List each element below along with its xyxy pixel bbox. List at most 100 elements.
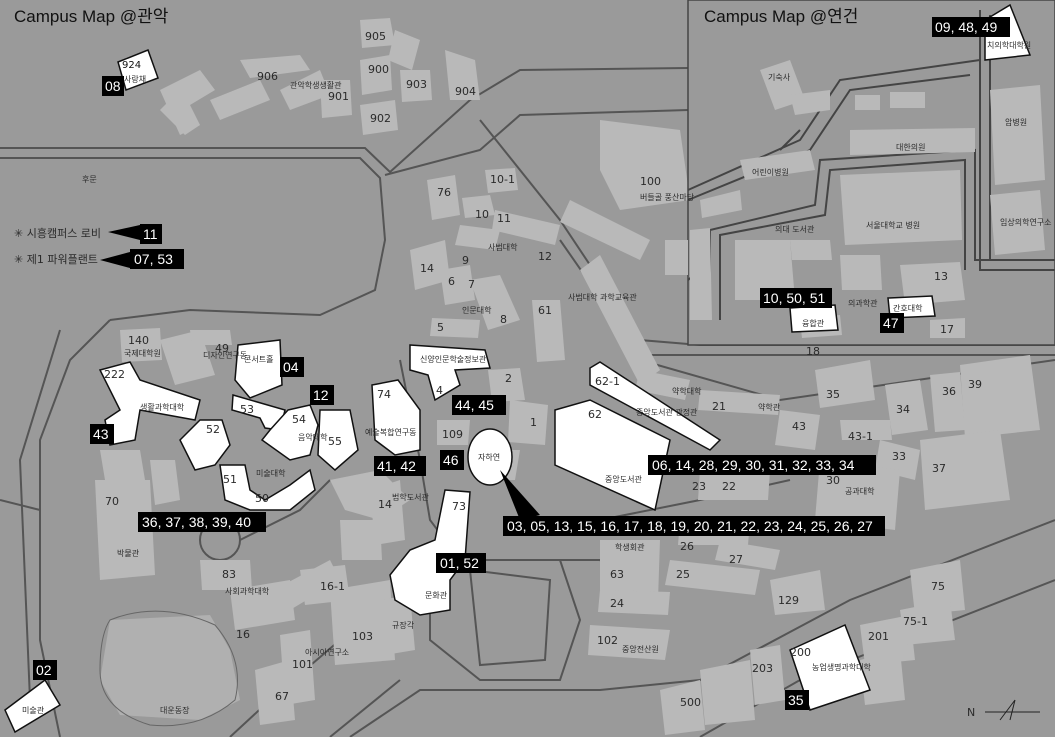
bldg-52	[179, 419, 231, 471]
label-asia-institute: 아시아연구소	[305, 647, 349, 657]
label-906: 906	[257, 70, 278, 83]
label-14b: 14	[378, 498, 392, 511]
label-gate: 후문	[82, 175, 97, 184]
tags: 08 11 07, 53 04 12 43 44, 45 41, 42 46 0…	[33, 17, 1010, 710]
svg-text:06, 14, 28, 29, 30, 31, 32, 33: 06, 14, 28, 29, 30, 31, 32, 33, 34	[652, 457, 855, 473]
label-y-daehan: 대한의원	[896, 142, 925, 152]
label-7: 7	[468, 278, 475, 291]
tag-44[interactable]: 44, 45	[452, 395, 506, 415]
label-75-1: 75-1	[903, 615, 928, 628]
buildings-gwanak	[95, 18, 1040, 735]
compass	[985, 699, 1040, 721]
label-26: 26	[680, 540, 694, 553]
tag-04[interactable]: 04	[280, 357, 304, 377]
bldg-53	[231, 394, 286, 431]
label-102: 102	[597, 634, 618, 647]
label-43-1: 43-1	[848, 430, 873, 443]
label-gyujanggak: 규장각	[392, 620, 415, 630]
title-yeongeon: Campus Map @연건	[704, 7, 858, 26]
label-y-13: 13	[934, 270, 948, 283]
label-art-museum: 미술관	[22, 705, 45, 715]
svg-text:41, 42: 41, 42	[377, 458, 416, 474]
label-sarangchae: 사랑채	[124, 74, 146, 84]
label-y-dorm: 기숙사	[768, 73, 791, 82]
label-intl-grad: 국제대학원	[124, 348, 161, 358]
pointer-jahayeon	[500, 470, 540, 520]
label-powerplant: ✳︎ 제1 파워플랜트	[14, 253, 98, 266]
label-law-library: 법학도서관	[392, 492, 429, 502]
label-y-nursing: 간호대학	[893, 303, 923, 313]
label-70: 70	[105, 495, 119, 508]
label-benefit-hall: 버들골 풍산마당	[640, 192, 695, 202]
label-dept-edu: 사범대학 과학교육관	[568, 292, 637, 302]
bldg-sinyang	[409, 344, 491, 402]
label-y-yunghap: 융합관	[802, 318, 825, 328]
tag-03[interactable]: 03, 05, 13, 15, 16, 17, 18, 19, 20, 21, …	[503, 516, 885, 536]
label-50: 50	[255, 492, 269, 505]
label-sinyang: 신양인문학술정보관	[420, 354, 487, 364]
svg-text:10, 50, 51: 10, 50, 51	[763, 290, 825, 306]
svg-text:46: 46	[443, 452, 459, 468]
label-101: 101	[292, 658, 313, 671]
label-103: 103	[352, 630, 373, 643]
svg-text:07, 53: 07, 53	[134, 251, 173, 267]
tag-43[interactable]: 43	[90, 424, 114, 444]
label-24: 24	[610, 597, 624, 610]
label-904: 904	[455, 85, 476, 98]
tag-47[interactable]: 47	[880, 313, 904, 333]
svg-text:43: 43	[93, 426, 109, 442]
tag-10[interactable]: 10, 50, 51	[760, 288, 832, 308]
label-100: 100	[640, 175, 661, 188]
label-201: 201	[868, 630, 889, 643]
tag-09[interactable]: 09, 48, 49	[932, 17, 1010, 37]
label-yakhak-gwan: 약학관	[758, 402, 781, 412]
label-55: 55	[328, 435, 342, 448]
tag-12[interactable]: 12	[310, 385, 334, 405]
bldg-art-museum	[4, 678, 62, 734]
label-library-annex: 중앙도서관 관정관	[636, 407, 698, 417]
label-pharmacy: 약학대학	[672, 386, 702, 396]
label-52: 52	[206, 423, 220, 436]
tag-11[interactable]: 11	[140, 224, 162, 244]
label-34: 34	[896, 403, 910, 416]
label-4: 4	[436, 384, 443, 397]
label-y-cancer: 암병원	[1005, 117, 1027, 127]
labels-yeongeon: 기숙사 치의학대학원 암병원 대한의원 어린이병원 서울대학교 병원 의대 도서…	[752, 40, 1052, 358]
stadium-track	[99, 610, 238, 727]
label-10: 10	[475, 208, 489, 221]
tag-07[interactable]: 07, 53	[130, 249, 184, 269]
tag-35[interactable]: 35	[785, 690, 809, 710]
label-900: 900	[368, 63, 389, 76]
label-human-ecology: 생활과학대학	[140, 402, 185, 412]
yeongeon-inset	[665, 0, 1055, 346]
label-200: 200	[790, 646, 811, 659]
tag-46[interactable]: 46	[440, 450, 464, 470]
svg-text:35: 35	[788, 692, 804, 708]
label-903: 903	[406, 78, 427, 91]
label-22: 22	[722, 480, 736, 493]
label-500: 500	[680, 696, 701, 709]
label-33: 33	[892, 450, 906, 463]
bldg-55	[317, 409, 359, 471]
label-73: 73	[452, 500, 466, 513]
label-10-1: 10-1	[490, 173, 515, 186]
label-1: 1	[530, 416, 537, 429]
tag-08[interactable]: 08	[102, 76, 124, 96]
tag-06[interactable]: 06, 14, 28, 29, 30, 31, 32, 33, 34	[648, 455, 876, 475]
label-61: 61	[538, 304, 552, 317]
label-25: 25	[676, 568, 690, 581]
label-21: 21	[712, 400, 726, 413]
tag-41[interactable]: 41, 42	[374, 456, 426, 476]
bldg-222	[98, 361, 201, 446]
bldg-49	[234, 339, 283, 399]
label-music: 음악대학	[298, 432, 328, 442]
tag-02[interactable]: 02	[33, 660, 57, 680]
label-siheung: ✳︎ 시흥캠퍼스 로비	[14, 226, 101, 240]
tag-01[interactable]: 01, 52	[436, 553, 486, 573]
tag-36[interactable]: 36, 37, 38, 39, 40	[138, 512, 266, 532]
label-y-dental: 치의학대학원	[987, 40, 1031, 50]
svg-text:47: 47	[883, 315, 899, 331]
label-43: 43	[792, 420, 806, 433]
label-jungang-library: 중앙도서관	[605, 474, 642, 484]
